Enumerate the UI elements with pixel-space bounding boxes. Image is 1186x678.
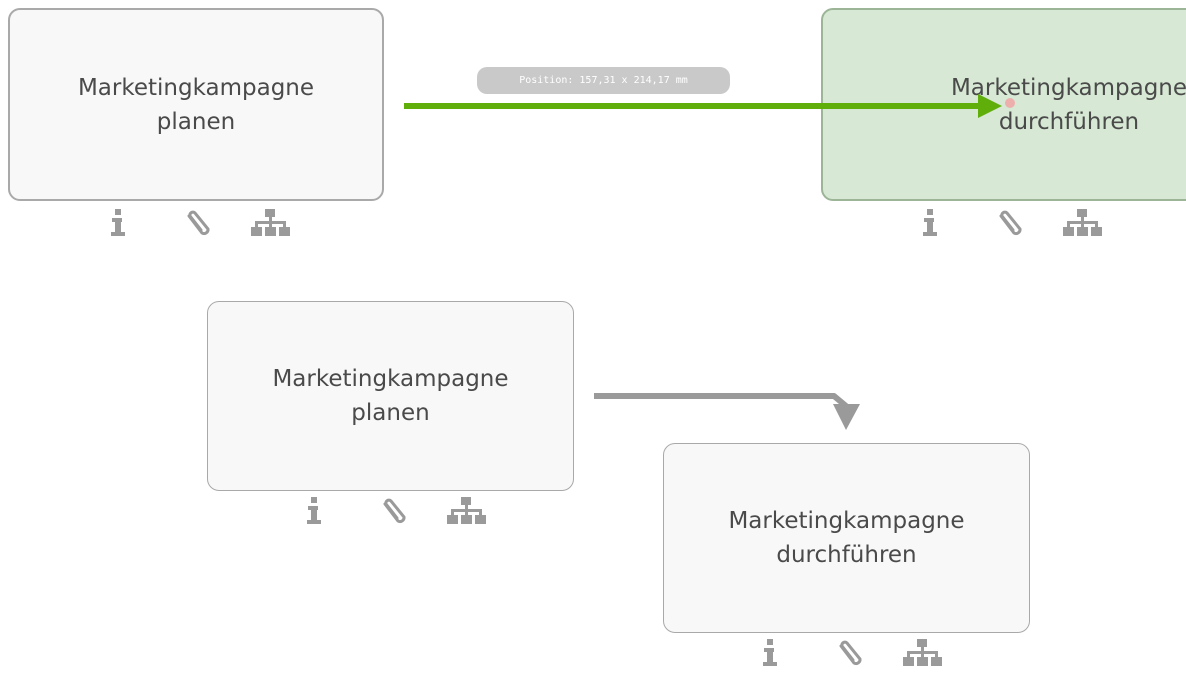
task-label-line: Marketingkampagne <box>950 74 1186 101</box>
task-label-line: Marketingkampagne <box>728 508 965 534</box>
paperclip-icon[interactable] <box>376 496 410 534</box>
task-label-line: Marketingkampagne <box>77 74 315 101</box>
task-marketing-plan-top[interactable]: Marketingkampagne planen <box>8 8 384 201</box>
paperclip-icon[interactable] <box>832 638 866 676</box>
task-icon-bar <box>304 496 494 536</box>
task-label-line: durchführen <box>998 108 1140 135</box>
task-icon-bar <box>760 638 950 678</box>
task-label: Marketingkampagne planen <box>266 362 514 430</box>
task-label-line: planen <box>351 400 430 426</box>
snap-point-marker <box>1005 98 1015 108</box>
info-icon[interactable] <box>108 208 128 242</box>
hierarchy-icon[interactable] <box>902 638 942 672</box>
task-label-line: durchführen <box>776 542 917 568</box>
task-label: Marketingkampagne durchführen <box>722 504 970 572</box>
task-label-line: Marketingkampagne <box>272 366 509 392</box>
position-tooltip: Position: 157,31 x 214,17 mm <box>477 67 730 94</box>
info-icon[interactable] <box>920 208 940 242</box>
paperclip-icon[interactable] <box>180 208 214 246</box>
task-label-line: planen <box>156 108 236 135</box>
task-icon-bar <box>108 208 298 248</box>
paperclip-icon[interactable] <box>992 208 1026 246</box>
hierarchy-icon[interactable] <box>1062 208 1102 242</box>
hierarchy-icon[interactable] <box>446 496 486 530</box>
task-marketing-plan-bottom[interactable]: Marketingkampagne planen <box>207 301 574 491</box>
task-label: Marketingkampagne durchführen <box>945 71 1186 139</box>
hierarchy-icon[interactable] <box>250 208 290 242</box>
task-marketing-execute-bottom[interactable]: Marketingkampagne durchführen <box>663 443 1030 633</box>
info-icon[interactable] <box>304 496 324 530</box>
info-icon[interactable] <box>760 638 780 672</box>
connector-bottom-gray[interactable] <box>594 393 860 430</box>
task-icon-bar <box>920 208 1110 248</box>
task-marketing-execute-top[interactable]: Marketingkampagne durchführen <box>821 8 1186 201</box>
task-label: Marketingkampagne planen <box>72 71 320 139</box>
